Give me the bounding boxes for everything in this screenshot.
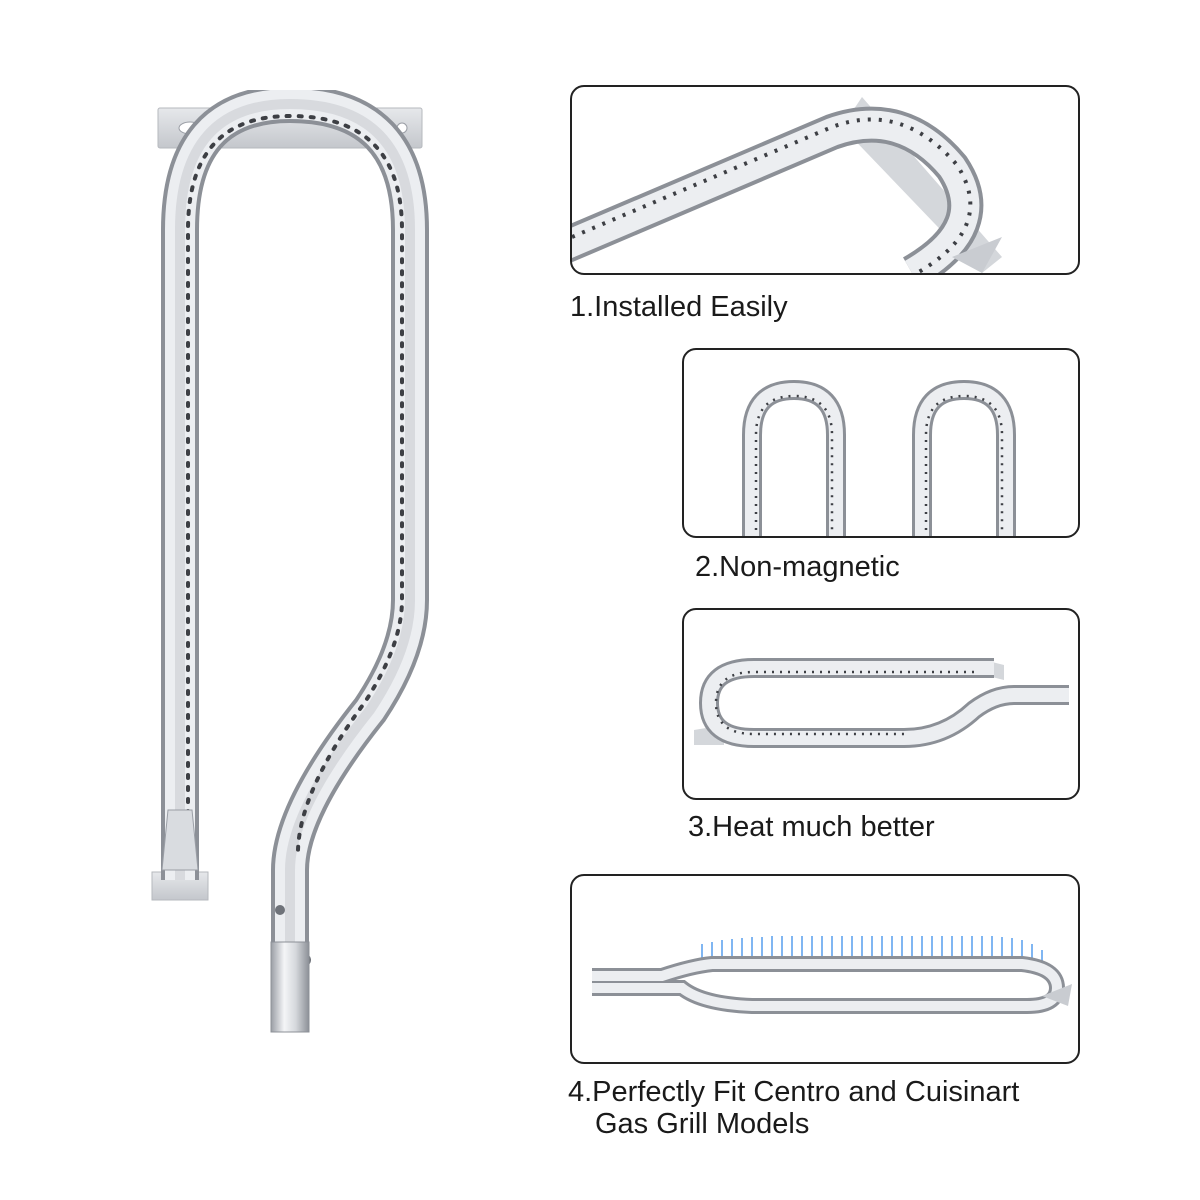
caption-perfect-fit-line2: Gas Grill Models [595, 1108, 810, 1140]
caption-installed-easily: 1.Installed Easily [570, 291, 788, 323]
installed-easily-image [570, 85, 1080, 275]
caption-perfect-fit-line1: 4.Perfectly Fit Centro and Cuisinart [568, 1076, 1020, 1108]
caption-perfect-fit: 4.Perfectly Fit Centro and Cuisinart Gas… [568, 1076, 1019, 1140]
perfect-fit-image [570, 874, 1080, 1064]
non-magnetic-image [682, 348, 1080, 538]
caption-non-magnetic: 2.Non-magnetic [695, 551, 900, 583]
heat-much-better-image [682, 608, 1080, 800]
main-burner-image [140, 84, 450, 1050]
caption-heat-much-better: 3.Heat much better [688, 811, 935, 843]
